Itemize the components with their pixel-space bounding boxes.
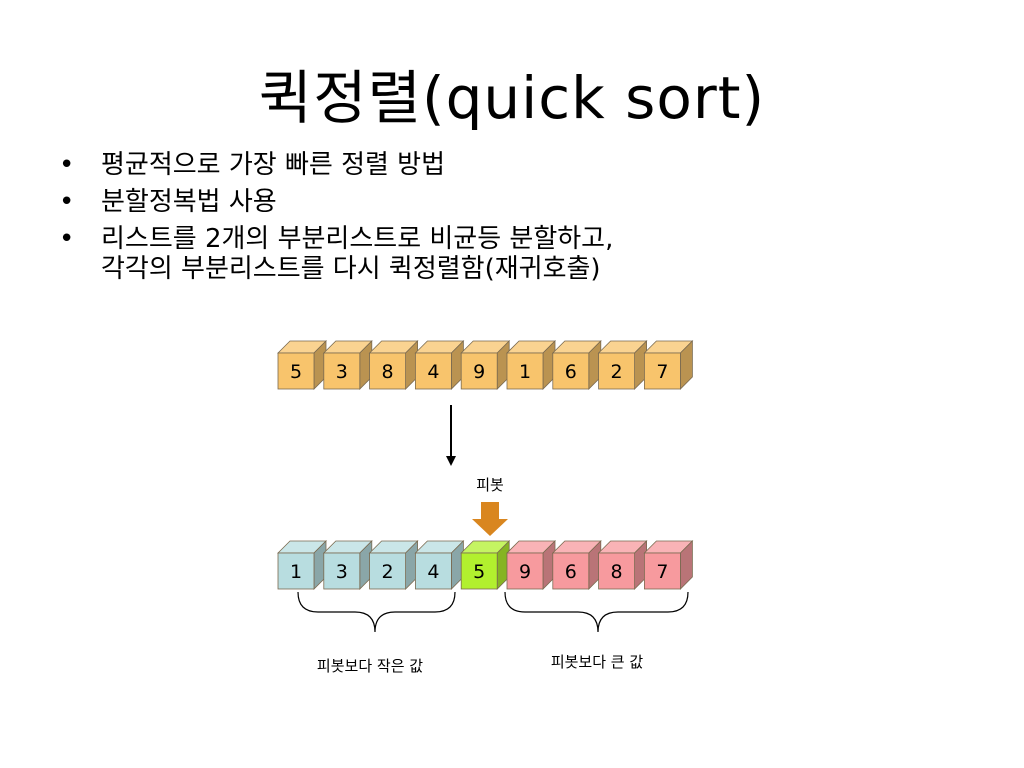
box-value-label: 7 (656, 361, 668, 383)
bullet-list: • 평균적으로 가장 빠른 정렬 방법 • 분할정복법 사용 • 리스트를 2개… (55, 150, 955, 291)
input-value-box: 7 (643, 340, 694, 390)
bullet-marker: • (59, 187, 75, 217)
input-value-box: 4 (414, 340, 465, 390)
box-value-label: 4 (427, 561, 439, 583)
smaller-value-box: 1 (277, 540, 327, 590)
pivot-label: 피봇 (476, 476, 504, 494)
bullet-text: 리스트를 2개의 부분리스트로 비균등 분할하고, (101, 224, 614, 254)
larger-value-box: 6 (551, 540, 602, 590)
larger-value-box: 7 (643, 540, 694, 590)
bullet-item: • 평균적으로 가장 빠른 정렬 방법 (55, 150, 955, 180)
box-value-label: 9 (519, 561, 531, 583)
partitioned-array-row: 1 3 2 4 5 9 6 8 7 (277, 540, 694, 590)
left-group-label: 피봇보다 작은 값 (317, 657, 423, 675)
bullet-text: 각각의 부분리스트를 다시 퀵정렬함(재귀호출) (101, 254, 601, 284)
page-title: 퀵정렬(quick sort) (258, 64, 766, 132)
box-value-label: 6 (565, 561, 577, 583)
down-arrow (446, 405, 456, 466)
box-value-label: 3 (336, 561, 348, 583)
pivot-value-box: 5 (460, 540, 511, 590)
right-group-brace (504, 591, 689, 633)
input-value-box: 9 (460, 340, 511, 390)
smaller-value-box: 2 (368, 540, 419, 590)
input-array-row: 5 3 8 4 9 1 6 2 7 (277, 340, 694, 390)
pivot-arrow-icon (472, 502, 508, 536)
box-value-label: 6 (565, 361, 577, 383)
bullet-text: 분할정복법 사용 (101, 187, 277, 217)
box-value-label: 1 (290, 561, 302, 583)
bullet-text: 평균적으로 가장 빠른 정렬 방법 (101, 150, 446, 180)
bullet-marker: • (59, 224, 75, 254)
box-value-label: 3 (336, 361, 348, 383)
box-value-label: 2 (611, 361, 623, 383)
smaller-value-box: 4 (414, 540, 465, 590)
input-value-box: 3 (322, 340, 373, 390)
input-value-box: 5 (277, 340, 327, 390)
box-value-label: 4 (427, 361, 439, 383)
larger-value-box: 9 (506, 540, 556, 590)
box-value-label: 8 (611, 561, 623, 583)
box-value-label: 2 (382, 561, 394, 583)
input-value-box: 2 (597, 340, 648, 390)
bullet-marker: • (59, 150, 75, 180)
right-group-label: 피봇보다 큰 값 (551, 653, 644, 671)
box-value-label: 7 (656, 561, 668, 583)
left-group-brace (297, 591, 456, 633)
smaller-value-box: 3 (322, 540, 373, 590)
box-value-label: 9 (473, 361, 485, 383)
input-value-box: 1 (506, 340, 556, 390)
input-value-box: 6 (551, 340, 602, 390)
input-value-box: 8 (368, 340, 419, 390)
box-value-label: 5 (473, 561, 485, 583)
bullet-item: • 리스트를 2개의 부분리스트로 비균등 분할하고, 각각의 부분리스트를 다… (55, 224, 955, 284)
box-value-label: 5 (290, 361, 302, 383)
box-value-label: 8 (382, 361, 394, 383)
bullet-item: • 분할정복법 사용 (55, 187, 955, 217)
box-value-label: 1 (519, 361, 531, 383)
larger-value-box: 8 (597, 540, 648, 590)
